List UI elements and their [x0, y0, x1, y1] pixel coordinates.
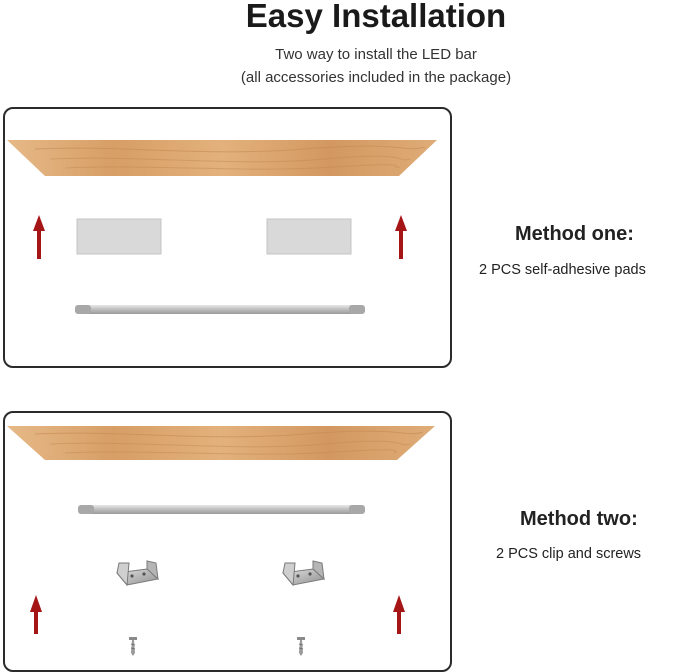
led-bar — [78, 505, 365, 514]
method-one-title: Method one: — [515, 223, 634, 245]
wood-shelf — [7, 426, 435, 460]
subtitle-line-2: (all accessories included in the package… — [240, 69, 512, 86]
mounting-clip-right — [282, 560, 326, 587]
method-two-diagram — [7, 426, 435, 656]
arrow-left-icon — [33, 215, 45, 259]
method-one-diagram — [7, 140, 437, 314]
method-two-title: Method two: — [520, 508, 638, 530]
method-two-panel — [3, 411, 452, 672]
screw-left — [129, 637, 137, 656]
led-bar — [75, 305, 365, 314]
screw-right — [297, 637, 305, 656]
adhesive-pad-left — [76, 218, 162, 255]
mounting-clip-left — [116, 560, 160, 587]
arrow-right-icon — [395, 215, 407, 259]
wood-shelf — [7, 140, 437, 176]
arrow-right-icon — [393, 595, 405, 634]
method-one-panel — [3, 107, 452, 368]
method-one-description: 2 PCS self-adhesive pads — [479, 262, 646, 278]
adhesive-pad-right — [266, 218, 352, 255]
method-two-description: 2 PCS clip and screws — [496, 546, 642, 562]
subtitle-line-1: Two way to install the LED bar — [275, 46, 477, 63]
arrow-left-icon — [30, 595, 42, 634]
page-title: Easy Installation — [245, 0, 507, 34]
